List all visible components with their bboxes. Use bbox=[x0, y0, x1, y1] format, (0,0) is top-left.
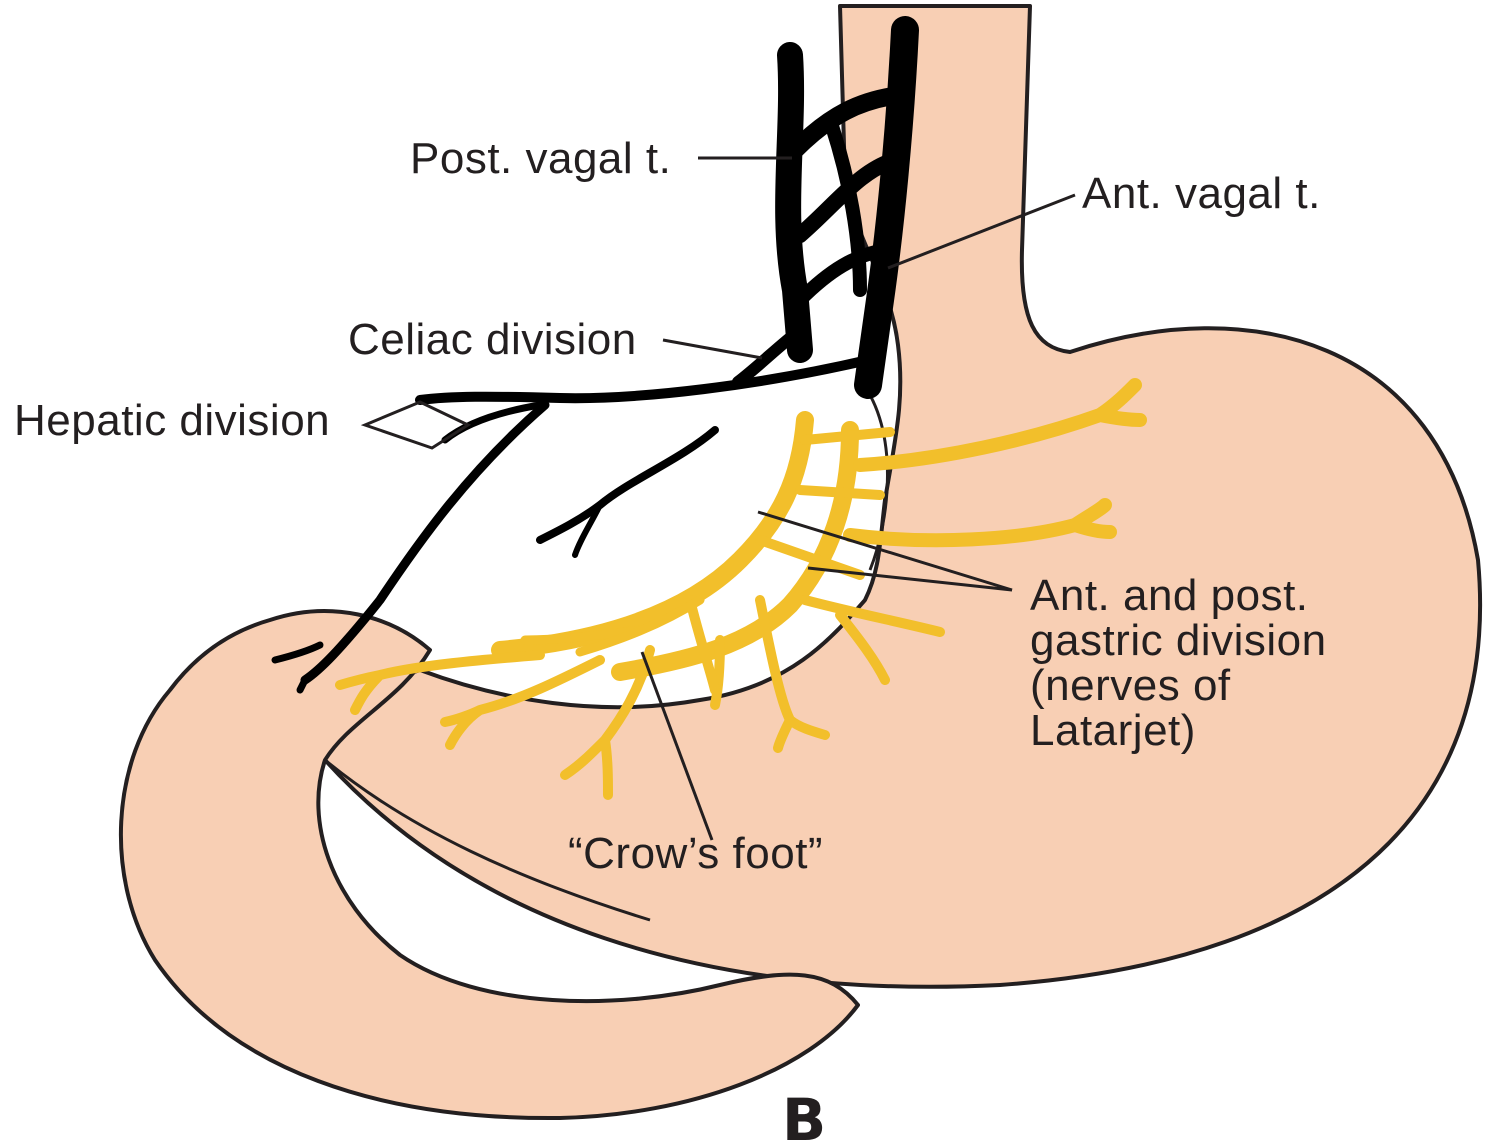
label-celiac: Celiac division bbox=[348, 315, 637, 364]
label-gastric-line1: Ant. and post. bbox=[1030, 571, 1309, 620]
panel-letter: B bbox=[782, 1086, 826, 1146]
label-gastric-line3: (nerves of bbox=[1030, 661, 1231, 710]
label-gastric-line2: gastric division bbox=[1030, 616, 1327, 665]
hepatic-leader bbox=[365, 402, 468, 448]
hepatic-branch-2 bbox=[540, 430, 715, 540]
label-post-vagal: Post. vagal t. bbox=[410, 134, 671, 183]
label-ant-vagal: Ant. vagal t. bbox=[1082, 169, 1321, 218]
label-gastric-line4: Latarjet) bbox=[1030, 706, 1196, 755]
gastric-rung-2 bbox=[800, 490, 880, 495]
label-hepatic: Hepatic division bbox=[14, 396, 330, 445]
hepatic-division-nerve bbox=[420, 360, 868, 400]
celiac-leader bbox=[663, 340, 762, 358]
gastric-rung-1 bbox=[805, 432, 890, 440]
label-crows-foot: “Crow’s foot” bbox=[568, 829, 823, 878]
gastric-branch-down-2 bbox=[715, 640, 720, 705]
